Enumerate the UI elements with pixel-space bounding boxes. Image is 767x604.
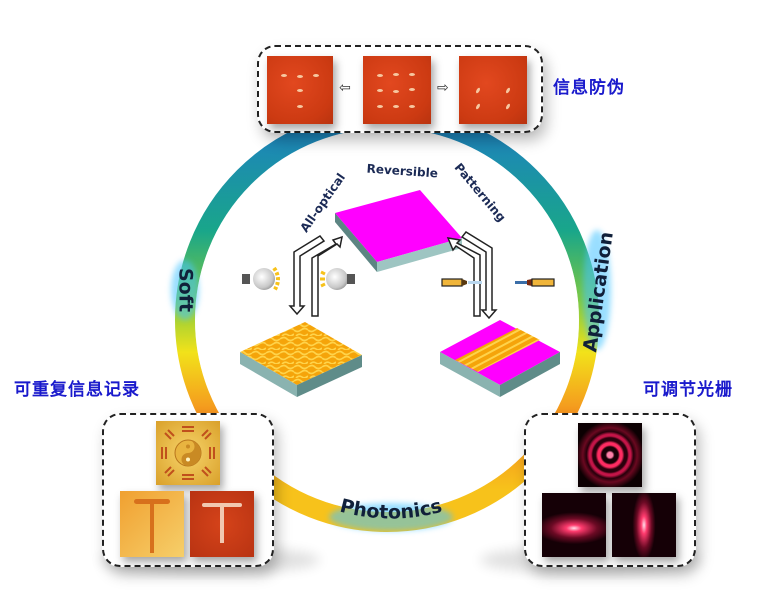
dot (313, 74, 319, 77)
dot (377, 105, 383, 108)
arrow-up-right (446, 237, 481, 317)
slab-magenta-striped (440, 320, 560, 397)
ring-label-photonics: Photonics (338, 495, 444, 524)
label-tunable-grating: 可调节光栅 (643, 380, 733, 400)
arrows-right (446, 231, 498, 320)
panel-tunable-grating (524, 413, 696, 567)
soft-glow (171, 260, 199, 320)
bulb-right-icon (320, 268, 355, 290)
panel-rewritable-recording (102, 413, 274, 567)
taiji-icon (161, 426, 215, 480)
T-stem (150, 503, 154, 553)
dot (409, 105, 415, 108)
arrow-down-right (460, 231, 498, 320)
dot (393, 73, 399, 76)
bulb-left-icon (242, 266, 280, 293)
arrow-left-icon: ⇦ (339, 80, 351, 96)
slab-top-magenta (335, 190, 462, 272)
dot (409, 88, 415, 91)
photo-orange-T (120, 491, 184, 557)
arrow-down-left (288, 235, 326, 316)
photo-horizontal-diffraction (542, 493, 606, 557)
slab-orange-maze (240, 322, 362, 397)
photo-taiji-bagua (156, 421, 220, 485)
photo-vertical-diffraction (612, 493, 676, 557)
application-glow (583, 230, 611, 350)
laser-pen-right-icon (515, 278, 555, 287)
dot (393, 105, 399, 108)
T-bar (134, 499, 170, 504)
dot (297, 105, 303, 108)
photo-ring-diffraction (578, 423, 642, 487)
dot (377, 74, 383, 77)
dot (505, 87, 511, 94)
T-stem (220, 503, 224, 543)
label-rewritable-recording: 可重复信息记录 (14, 380, 140, 400)
dot (505, 103, 511, 110)
photo-left-pattern (267, 56, 333, 124)
photo-red-T (190, 491, 254, 557)
dot (475, 103, 481, 110)
label-anti-counterfeit: 信息防伪 (553, 78, 625, 98)
dot (475, 87, 481, 94)
ring-label-soft: Soft (175, 268, 197, 312)
photo-right-pattern (459, 56, 527, 124)
dot (393, 90, 399, 93)
dot (297, 75, 303, 78)
dot (377, 89, 383, 92)
panel-anti-counterfeit: ⇦ ⇨ (257, 45, 543, 133)
laser-pen-left-icon (441, 278, 482, 287)
photonics-glow (329, 503, 453, 531)
arrow-up-left (311, 235, 343, 317)
ring-label-photonics-path: Photonics (338, 495, 444, 524)
dot (281, 74, 287, 77)
photo-middle-pattern (363, 56, 431, 124)
arc-word-reversible: Reversible (366, 162, 438, 181)
arrows-left (288, 235, 343, 317)
arc-word-patterning: Patterning (452, 160, 509, 224)
arrow-right-icon: ⇨ (437, 80, 449, 96)
dot (409, 73, 415, 76)
dot (297, 89, 303, 92)
